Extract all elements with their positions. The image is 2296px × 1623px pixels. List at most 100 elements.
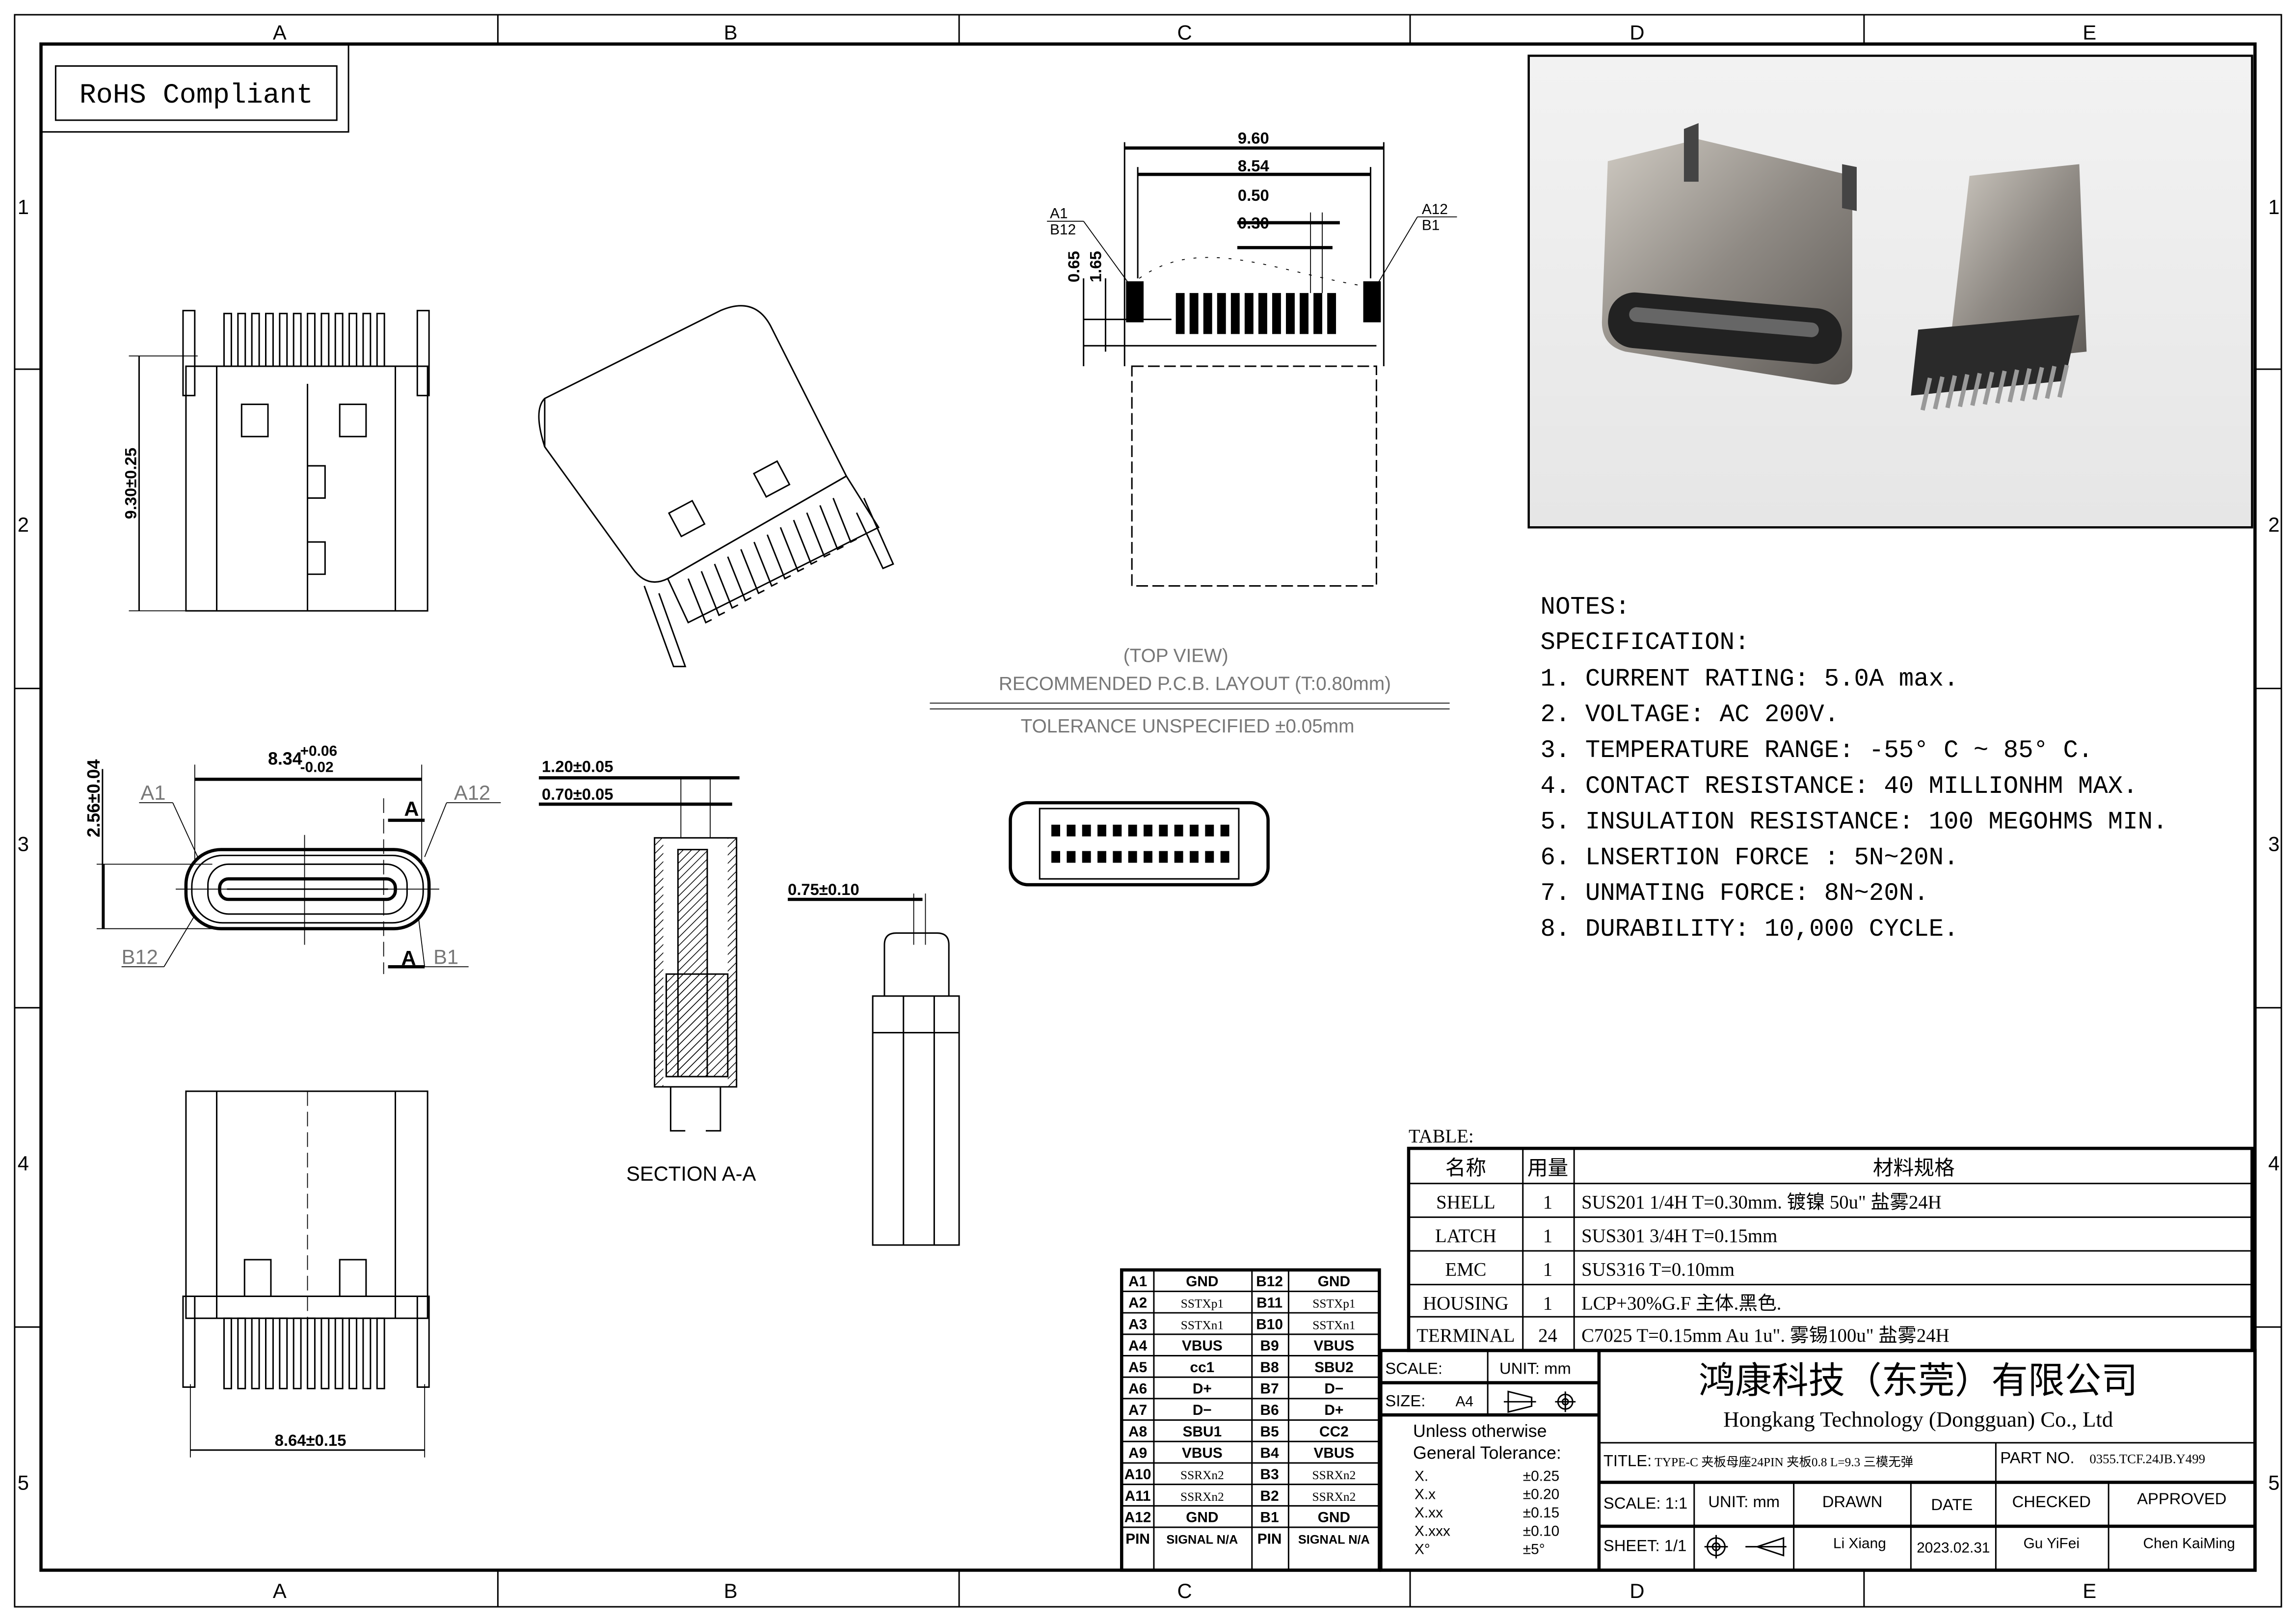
pcb-pad bbox=[1217, 293, 1226, 334]
note-item: 1. CURRENT RATING: 5.0A max. bbox=[1541, 665, 1959, 693]
pin-signal: D+ bbox=[1193, 1380, 1212, 1397]
dim-face-height: 2.56±0.04 bbox=[84, 759, 104, 838]
pin-id: A11 bbox=[1125, 1488, 1151, 1504]
unit-value: UNIT: mm bbox=[1708, 1492, 1780, 1511]
column-marker-top: B bbox=[724, 21, 738, 44]
table-cell: 24 bbox=[1538, 1325, 1557, 1346]
pin bbox=[376, 1317, 385, 1389]
pin bbox=[700, 571, 725, 617]
dim-0-65: 0.65 bbox=[1065, 251, 1083, 282]
table-cell: EMC bbox=[1445, 1259, 1486, 1280]
contact bbox=[1159, 851, 1168, 863]
column-marker-top: D bbox=[1629, 21, 1644, 44]
pin-signal: SSTXp1 bbox=[1181, 1297, 1224, 1311]
contact bbox=[1144, 824, 1152, 837]
pin-id: B5 bbox=[1260, 1424, 1279, 1440]
contact bbox=[1159, 824, 1168, 837]
company-name-cn: 鸿康科技（东莞）有限公司 bbox=[1699, 1361, 2138, 1401]
pcb-pad bbox=[1189, 293, 1199, 334]
column-marker-bottom: A bbox=[273, 1579, 287, 1602]
pcb-pad bbox=[1230, 293, 1240, 334]
pcb-pad bbox=[1272, 293, 1281, 334]
pin-signal: SIGNAL N/A bbox=[1166, 1533, 1238, 1546]
dim-0-50: 0.50 bbox=[1238, 186, 1269, 204]
approved-label: APPROVED bbox=[2137, 1489, 2226, 1508]
pin bbox=[362, 313, 372, 367]
contact bbox=[1190, 851, 1199, 863]
contact bbox=[1174, 851, 1183, 863]
tolerance-heading-1: Unless otherwise bbox=[1413, 1421, 1547, 1441]
table-cell: 1 bbox=[1543, 1192, 1552, 1213]
pin bbox=[793, 519, 818, 565]
dim-9-60: 9.60 bbox=[1238, 129, 1269, 147]
contact bbox=[1220, 851, 1229, 863]
dim-0-30: 0.30 bbox=[1238, 214, 1269, 232]
table-cell: LATCH bbox=[1435, 1225, 1496, 1246]
date-label: DATE bbox=[1931, 1495, 1973, 1514]
pin bbox=[237, 313, 246, 367]
pin bbox=[687, 578, 712, 624]
contact bbox=[1113, 824, 1122, 837]
contact bbox=[1205, 851, 1214, 863]
dim-bottom-width: 8.64±0.15 bbox=[275, 1431, 347, 1449]
pin-id: B4 bbox=[1260, 1445, 1280, 1461]
pin-signal: VBUS bbox=[1182, 1445, 1223, 1461]
tolerance-format: X.xxx bbox=[1415, 1523, 1450, 1539]
pin-id: B1 bbox=[1260, 1510, 1279, 1526]
pin bbox=[806, 512, 831, 558]
section-label: SECTION A-A bbox=[626, 1162, 756, 1185]
pin bbox=[727, 556, 752, 602]
sheet-value: SHEET: 1/1 bbox=[1603, 1537, 1687, 1555]
row-marker-right: 5 bbox=[2268, 1471, 2279, 1494]
pin-signal: SBU2 bbox=[1314, 1359, 1354, 1376]
row-marker-right: 2 bbox=[2268, 513, 2279, 536]
contact bbox=[1174, 824, 1183, 837]
row-marker-right: 1 bbox=[2268, 195, 2279, 218]
pin-signal: VBUS bbox=[1313, 1445, 1354, 1461]
pcb-layout-title: RECOMMENDED P.C.B. LAYOUT (T:0.80mm) bbox=[999, 673, 1391, 694]
contact bbox=[1067, 851, 1076, 863]
pin-signal: VBUS bbox=[1182, 1338, 1223, 1354]
photo-pin bbox=[2045, 366, 2057, 399]
pcb-view-label: (TOP VIEW) bbox=[1123, 646, 1228, 667]
bottom-view: 8.64±0.15 bbox=[182, 1090, 430, 1458]
table-cell: SUS301 3/4H T=0.15mm bbox=[1581, 1225, 1777, 1246]
pin bbox=[307, 1317, 316, 1389]
table-cell: SHELL bbox=[1436, 1192, 1495, 1213]
pin-signal: SIGNAL N/A bbox=[1298, 1533, 1370, 1546]
table-header: 材料规格 bbox=[1873, 1157, 1955, 1180]
contact bbox=[1067, 824, 1076, 837]
table-header: 用量 bbox=[1527, 1157, 1569, 1180]
pin-signal: VBUS bbox=[1313, 1338, 1354, 1354]
row-marker-left: 1 bbox=[18, 195, 29, 218]
dim-face-width: 8.34 bbox=[268, 749, 302, 769]
pin bbox=[293, 313, 302, 367]
pin bbox=[334, 313, 344, 367]
pin bbox=[279, 1317, 288, 1389]
contact bbox=[1190, 824, 1199, 837]
dim-1-20: 1.20±0.05 bbox=[542, 757, 614, 775]
scale-label: SCALE: bbox=[1385, 1359, 1442, 1378]
tolerance-note: TOLERANCE UNSPECIFIED ±0.05mm bbox=[1021, 716, 1355, 737]
pin bbox=[237, 1317, 246, 1389]
mating-face-view: 8.34 +0.06 -0.02 2.56±0.04 A1 A12 B12 B1… bbox=[84, 743, 501, 974]
pin bbox=[753, 541, 778, 587]
pin-id: PIN bbox=[1257, 1531, 1282, 1547]
pcb-pad bbox=[1203, 293, 1212, 334]
pin-signal: D− bbox=[1193, 1402, 1212, 1418]
pin-id: B3 bbox=[1260, 1466, 1279, 1483]
outer-border bbox=[14, 14, 2282, 1608]
pin bbox=[740, 549, 765, 595]
tolerance-value: ±0.25 bbox=[1523, 1468, 1559, 1484]
pin bbox=[376, 313, 385, 367]
notes: NOTES: SPECIFICATION: 1. CURRENT RATING:… bbox=[1541, 594, 2168, 944]
section-a-a-view: 1.20±0.05 0.70±0.05 SECTION A-A bbox=[538, 757, 756, 1185]
tolerance-format: X° bbox=[1415, 1542, 1430, 1558]
tolerance-value: ±5° bbox=[1523, 1542, 1545, 1558]
face-label-a1: A1 bbox=[140, 781, 165, 804]
projection-symbol bbox=[1503, 1390, 1576, 1413]
pin bbox=[279, 313, 288, 367]
pcb-pad bbox=[1286, 293, 1295, 334]
table-cell: HOUSING bbox=[1423, 1293, 1508, 1314]
